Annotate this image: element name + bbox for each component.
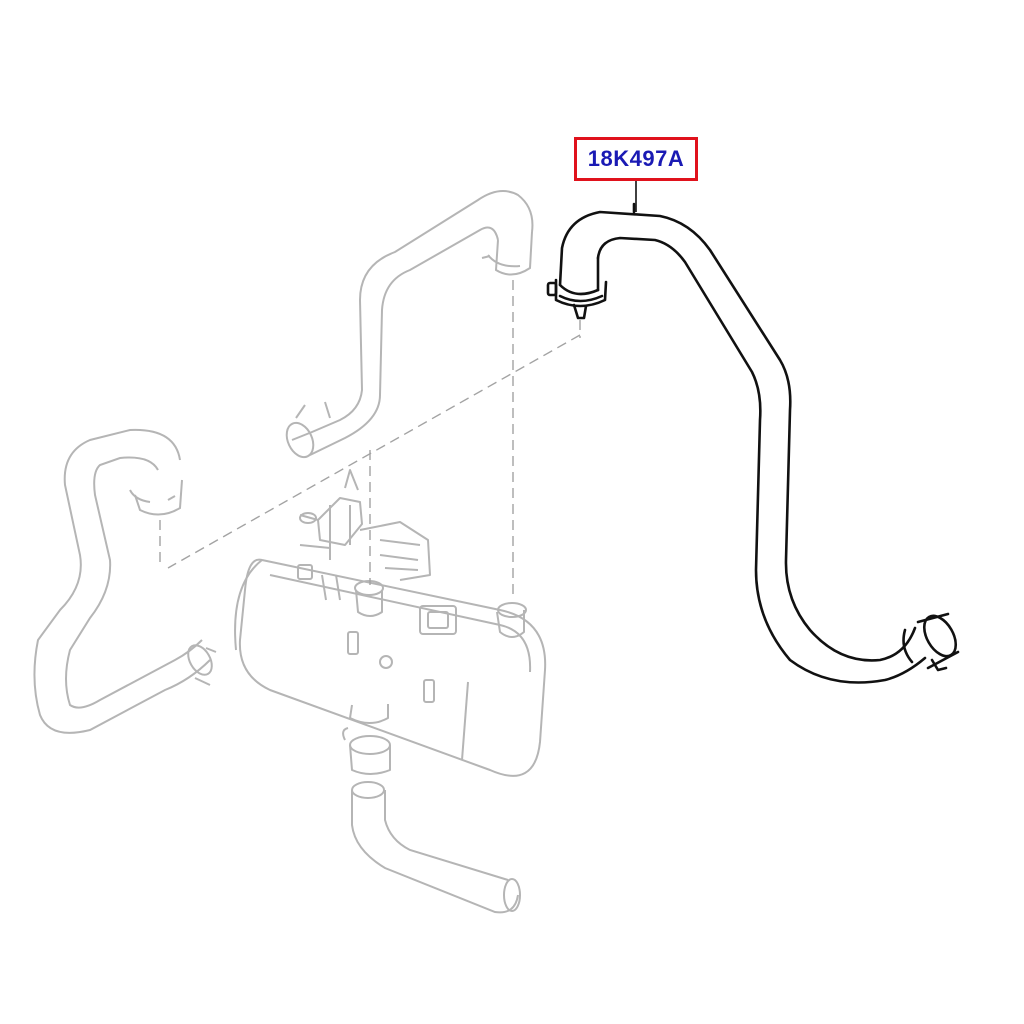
leader-dash-lines bbox=[159, 280, 581, 600]
lower-outlet-hose bbox=[351, 781, 521, 914]
upper-left-hose bbox=[285, 190, 534, 459]
part-number-label: 18K497A bbox=[587, 146, 685, 171]
hose-18K497A bbox=[546, 202, 960, 684]
left-hose bbox=[33, 428, 217, 734]
part-number-callout[interactable]: 18K497A bbox=[574, 137, 698, 181]
heater-unit bbox=[234, 469, 547, 777]
